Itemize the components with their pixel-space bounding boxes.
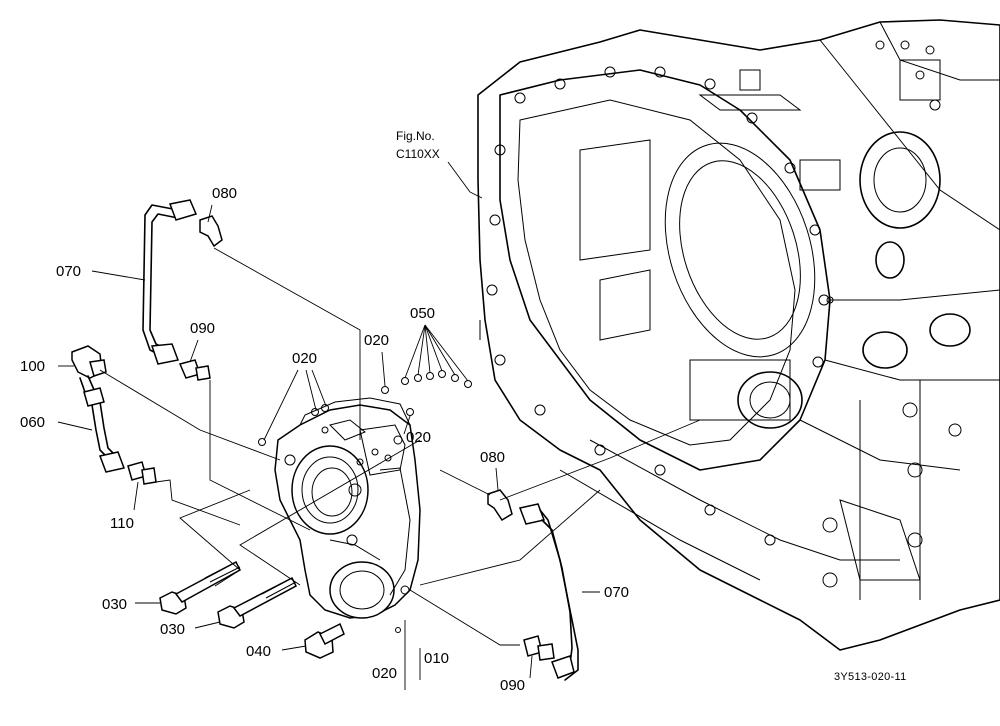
callout-030-lower: 030 bbox=[160, 621, 185, 638]
diagram-code: 3Y513-020-11 bbox=[834, 671, 907, 683]
callout-070-left: 070 bbox=[56, 263, 81, 280]
elbow-100 bbox=[71, 345, 107, 379]
callout-050: 050 bbox=[410, 305, 435, 322]
fitting-110 bbox=[127, 461, 157, 485]
transmission-case bbox=[477, 19, 1000, 651]
pipe-070-right bbox=[518, 503, 579, 681]
pipe-070-left bbox=[142, 199, 198, 365]
callout-110: 110 bbox=[110, 515, 134, 532]
callout-080-top: 080 bbox=[212, 185, 237, 202]
callout-090-lower: 090 bbox=[500, 677, 525, 694]
callout-060: 060 bbox=[20, 414, 45, 431]
callout-020-right: 020 bbox=[364, 332, 389, 349]
plug-040 bbox=[304, 622, 345, 659]
fig-no-value: C110XX bbox=[396, 147, 440, 161]
fig-no-label: Fig.No. bbox=[396, 129, 435, 143]
callout-040: 040 bbox=[246, 643, 271, 660]
callout-100: 100 bbox=[20, 358, 45, 375]
figure-reference: Fig.No. C110XX bbox=[396, 129, 471, 193]
pins-020-050 bbox=[258, 370, 472, 633]
callout-090-upper: 090 bbox=[190, 320, 215, 337]
callout-070-right: 070 bbox=[604, 584, 629, 601]
leader-lines bbox=[57, 191, 701, 690]
bracket-assembly-010 bbox=[274, 397, 421, 619]
fitting-090-lower bbox=[523, 635, 555, 661]
fitting-090-upper bbox=[178, 359, 211, 381]
pipe-060 bbox=[79, 375, 126, 473]
callout-labels: 080 070 090 100 060 110 020 020 050 020 … bbox=[20, 185, 629, 694]
callout-020-bottom: 020 bbox=[372, 665, 397, 682]
elbow-080-mid bbox=[487, 489, 513, 522]
bolt-030-lower bbox=[217, 576, 297, 629]
case-bolt-holes bbox=[486, 40, 962, 588]
callout-080-mid: 080 bbox=[480, 449, 505, 466]
callout-020-top: 020 bbox=[292, 350, 317, 367]
elbow-080-top bbox=[199, 215, 223, 248]
callout-010: 010 bbox=[424, 650, 449, 667]
callout-020-mid: 020 bbox=[406, 429, 431, 446]
callout-030-upper: 030 bbox=[102, 596, 127, 613]
